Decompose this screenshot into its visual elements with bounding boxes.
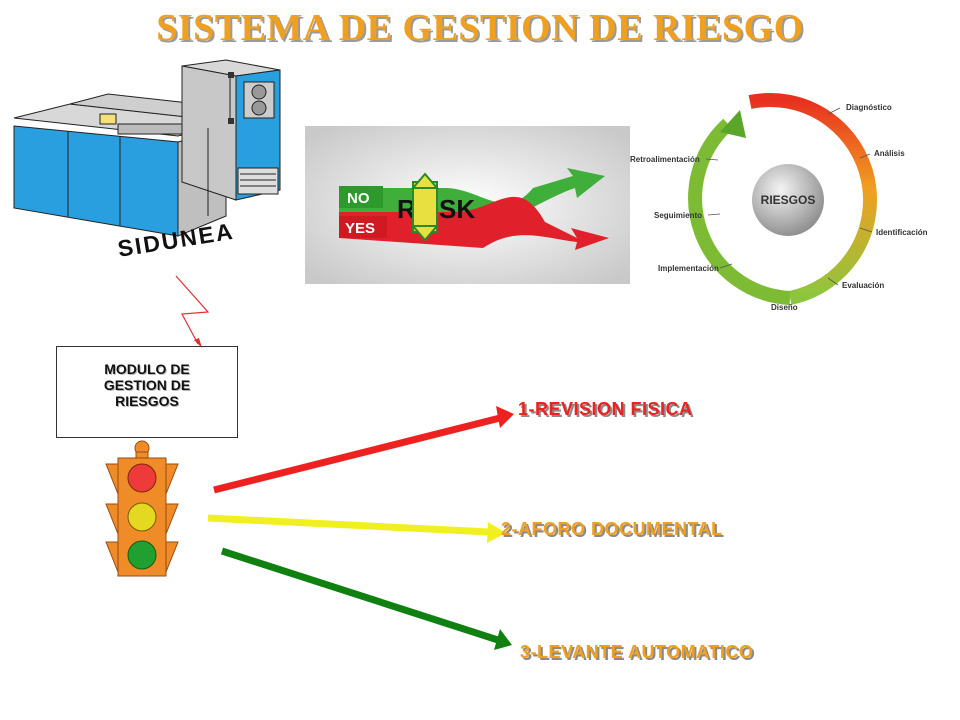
risk-module-label: MODULO DE GESTION DE RIESGOS (103, 361, 191, 409)
risk-module-box: MODULO DE GESTION DE RIESGOS (56, 346, 238, 438)
mainframe-computer-icon (13, 59, 281, 237)
arrow-revision-fisica (213, 406, 514, 494)
risk-decision-image: NO YES R SK (305, 126, 630, 284)
outcome-aforo-documental: 2-AFORO DOCUMENTAL (501, 519, 723, 539)
green-light (127, 540, 157, 570)
outcome-levante-automatico: 3-LEVANTE AUTOMATICO (520, 642, 754, 662)
traffic-light-icon (105, 440, 179, 577)
cycle-step-evaluacion: Evaluación (842, 281, 884, 290)
down-arrow-icon (410, 225, 440, 242)
cycle-step-identificacion: Identificación (876, 228, 928, 237)
cycle-center-label: RIESGOS (761, 193, 816, 207)
cycle-step-analisis: Análisis (874, 149, 905, 158)
cycle-step-implementacion: Implementación (658, 264, 719, 273)
no-label: NO (347, 190, 370, 207)
outcome-revision-fisica: 1-REVISION FISICA (518, 399, 693, 419)
cycle-step-diseno: Diseño (771, 303, 798, 312)
arrow-aforo-documental (207, 514, 506, 543)
risk-letter-r: R (397, 194, 416, 224)
page-title: SISTEMA DE GESTION DE RIESGO (156, 7, 804, 49)
yes-label: YES (345, 220, 375, 237)
cycle-step-seguimiento: Seguimiento (654, 211, 702, 220)
cycle-hub (752, 164, 824, 236)
up-arrow-icon (410, 172, 440, 189)
arrow-levante-automatico (220, 547, 512, 650)
cycle-step-retroalimentacion: Retroalimentación (630, 155, 700, 164)
risk-cycle-diagram: RIESGOS Diagnóstico Análisis Identificac… (630, 93, 928, 312)
cycle-arrowhead-icon (720, 110, 746, 138)
cycle-step-diagnostico: Diagnóstico (846, 103, 892, 112)
risk-letters-sk: SK (439, 194, 475, 224)
red-light (127, 463, 157, 493)
lightning-connector-icon (175, 275, 210, 348)
yellow-light (127, 502, 157, 532)
